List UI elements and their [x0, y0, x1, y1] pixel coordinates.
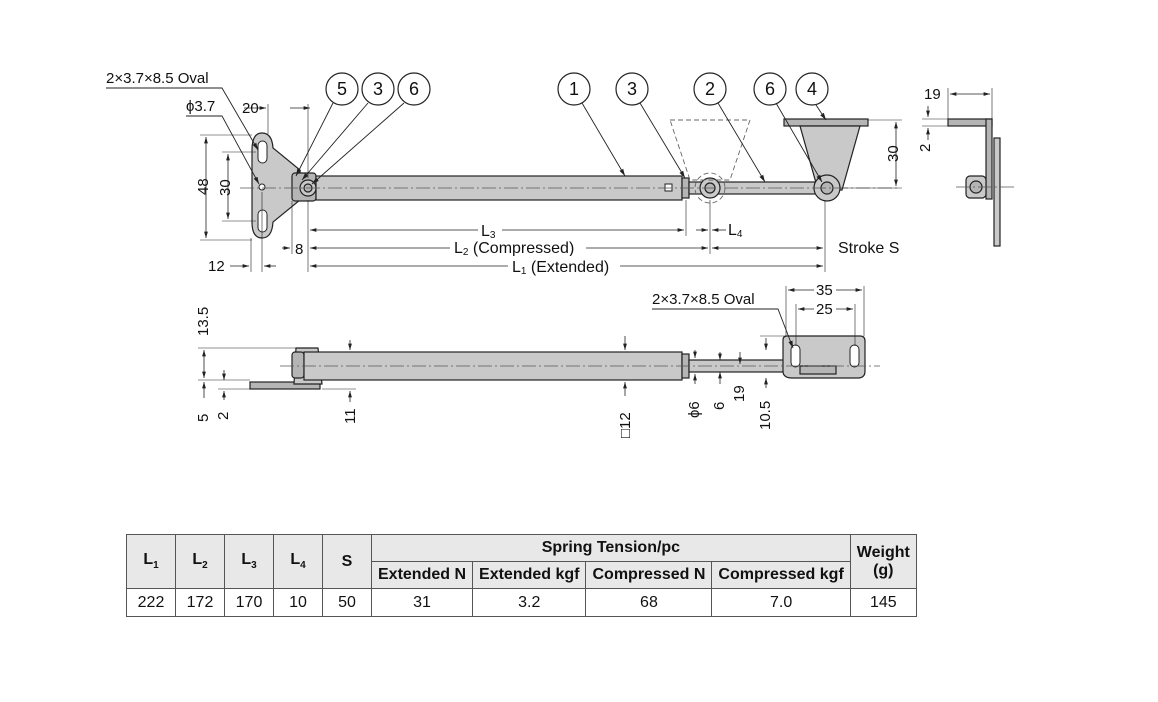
dim-5: 5	[195, 414, 212, 422]
bubble-2	[693, 72, 727, 106]
dim-20: 20	[242, 100, 259, 117]
header-l3: L3	[224, 534, 274, 589]
bubble-3-left	[361, 72, 395, 106]
bubble-group-right: 1 3 2 6 4	[557, 72, 829, 106]
dim-square-12: □12	[617, 412, 634, 438]
bubble-2-label: 2	[705, 79, 715, 99]
side-bracket-vertical	[985, 118, 993, 200]
header-l2: L2	[175, 534, 225, 589]
dim-12: 12	[208, 258, 225, 275]
bubble-6-right-label: 6	[765, 79, 775, 99]
cell-weight: 145	[849, 588, 917, 617]
dim-13-5: 13.5	[195, 307, 212, 336]
front-cylinder	[303, 351, 683, 381]
bubble-6-left	[397, 72, 431, 106]
dim-l4: L4	[728, 222, 743, 240]
oval-leader-bottom	[652, 308, 794, 349]
side-bracket-view: 19 2	[917, 86, 1014, 247]
right-bracket-body	[799, 125, 861, 191]
technical-drawing: 5 3 6 1 3 2 6 4	[106, 70, 1014, 438]
top-oval-slot	[257, 140, 268, 164]
bubble-3-right-label: 3	[627, 79, 637, 99]
dim-30-left: 30	[217, 179, 234, 196]
dim-phi-6: ϕ6	[686, 401, 703, 418]
right-bracket-flange	[783, 118, 869, 127]
dim-11: 11	[342, 408, 359, 424]
oval-leader-top	[106, 87, 259, 151]
top-view: 5 3 6 1 3 2 6 4	[106, 70, 902, 277]
header-extended-n: Extended N	[370, 561, 474, 589]
bubble-group-left: 5 3 6	[325, 72, 431, 106]
center-hole	[258, 183, 266, 191]
header-extended-kgf: Extended kgf	[472, 561, 587, 589]
specification-table: L1 L2 L3 L4 S Spring Tension/pc Weight(g…	[126, 534, 917, 617]
bubble-3-left-label: 3	[373, 79, 383, 99]
cell-l4: 10	[273, 588, 323, 617]
ghost-bracket	[669, 119, 751, 181]
front-slot-right	[849, 344, 860, 368]
dim-l1: L1 (Extended)	[512, 259, 609, 277]
header-weight: Weight(g)	[849, 534, 917, 589]
bubble-6-right	[753, 72, 787, 106]
cell-l1: 222	[126, 588, 176, 617]
front-right-clip	[799, 365, 837, 375]
cell-s: 50	[322, 588, 372, 617]
cell-extended-kgf: 3.2	[472, 588, 587, 617]
cell-compressed-kgf: 7.0	[711, 588, 851, 617]
leader-lines	[295, 102, 827, 185]
header-spring-tension: Spring Tension/pc	[371, 534, 851, 562]
dim-l2: L2 (Compressed)	[454, 240, 574, 258]
header-l4: L4	[273, 534, 323, 589]
header-l1: L1	[126, 534, 176, 589]
dim-10-5: 10.5	[757, 401, 774, 430]
phi-leader	[186, 115, 260, 185]
cell-l2: 172	[175, 588, 225, 617]
front-left-cap	[291, 351, 305, 379]
dim-48: 48	[195, 178, 212, 195]
bubble-3-right	[615, 72, 649, 106]
header-s: S	[322, 534, 372, 589]
bubble-4	[795, 72, 829, 106]
cylinder-marker	[664, 183, 673, 192]
front-left-bracket-flange	[249, 381, 321, 390]
dim-2-side: 2	[917, 144, 934, 152]
dim-19: 19	[731, 385, 748, 402]
bubble-5-label: 5	[337, 79, 347, 99]
cell-l3: 170	[224, 588, 274, 617]
cell-compressed-n: 68	[585, 588, 713, 617]
dim-6: 6	[711, 402, 728, 410]
side-plate	[993, 137, 1001, 247]
dim-30-right: 30	[885, 145, 902, 162]
bubble-5	[325, 72, 359, 106]
dim-35: 35	[816, 282, 833, 299]
bubble-6-left-label: 6	[409, 79, 419, 99]
header-compressed-kgf: Compressed kgf	[711, 561, 851, 589]
cell-extended-n: 31	[370, 588, 474, 617]
dim-2: 2	[215, 412, 232, 420]
header-compressed-n: Compressed N	[585, 561, 713, 589]
bubble-4-label: 4	[807, 79, 817, 99]
stroke-label: Stroke S	[838, 240, 899, 257]
table-row: 222 172 170 10 50 31 3.2 68 7.0 145	[126, 588, 917, 617]
bubble-1	[557, 72, 591, 106]
oval-callout-bottom: 2×3.7×8.5 Oval	[652, 291, 755, 308]
front-view: 2×3.7×8.5 Oval 35 25 13.5 5 2 11 □12	[195, 281, 880, 438]
oval-callout-top: 2×3.7×8.5 Oval	[106, 70, 209, 87]
dim-25: 25	[816, 301, 833, 318]
spec-table-header: L1 L2 L3 L4 S Spring Tension/pc Weight(g…	[126, 534, 917, 589]
front-slot-left	[790, 344, 801, 368]
dim-8: 8	[295, 241, 303, 258]
bubble-1-label: 1	[569, 79, 579, 99]
phi-3-7-callout: ϕ3.7	[186, 98, 215, 115]
bottom-oval-slot	[257, 209, 268, 233]
dim-19-side: 19	[924, 86, 941, 103]
